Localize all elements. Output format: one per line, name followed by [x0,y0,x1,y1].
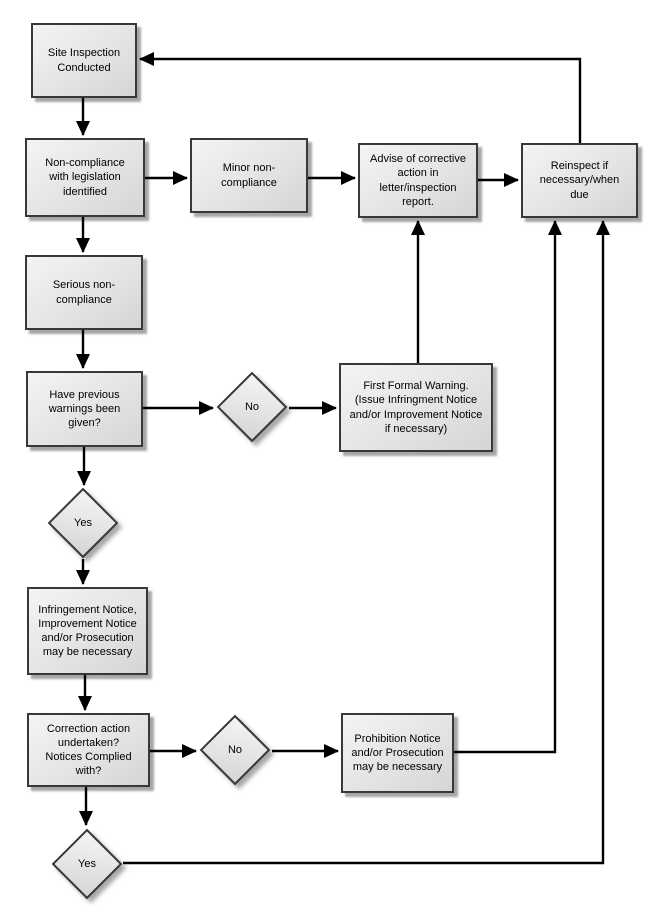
node-serious-non-compliance: Serious non- compliance [25,255,143,330]
node-advise-corrective-action: Advise of corrective action in letter/in… [358,143,478,218]
decision-label: No [227,743,243,756]
node-previous-warnings-question: Have previous warnings been given? [26,371,143,447]
node-minor-non-compliance: Minor non- compliance [190,138,308,213]
node-label: Site Inspection Conducted [47,47,121,74]
node-prohibition-prosecution: Prohibition Notice and/or Prosecution ma… [341,713,454,793]
node-decision-yes-1: Yes [47,487,119,559]
node-site-inspection-conducted: Site Inspection Conducted [31,23,137,98]
node-label: Infringement Notice, Improvement Notice … [38,603,137,659]
node-first-formal-warning: First Formal Warning. (Issue Infringment… [339,363,493,452]
node-reinspect: Reinspect if necessary/when due [521,143,638,218]
node-infringement-improvement-prosecution: Infringement Notice, Improvement Notice … [27,587,148,675]
node-non-compliance-identified: Non-compliance with legislation identifi… [25,138,145,217]
decision-label: Yes [78,857,96,870]
node-correction-action-question: Correction action undertaken? Notices Co… [27,713,150,787]
decision-label: Yes [74,516,92,529]
node-decision-no-1: No [216,371,288,443]
node-label: Minor non- compliance [221,162,277,189]
node-label: Have previous warnings been given? [48,388,121,430]
node-label: Prohibition Notice and/or Prosecution ma… [351,732,444,774]
node-label: First Formal Warning. (Issue Infringment… [349,380,483,435]
node-label: Correction action undertaken? Notices Co… [45,722,132,778]
decision-label: No [244,400,260,413]
edge-yes2-to-reinspect [123,220,610,865]
node-decision-no-2: No [199,714,271,786]
node-label: Advise of corrective action in letter/in… [370,153,466,208]
node-label: Reinspect if necessary/when due [539,160,620,201]
node-label: Serious non- compliance [52,279,116,306]
edge-prohibition-to-reinspect [454,220,562,754]
node-decision-yes-2: Yes [51,828,123,900]
edge-reinspect-to-site [139,52,582,143]
node-label: Non-compliance with legislation identifi… [45,157,125,198]
